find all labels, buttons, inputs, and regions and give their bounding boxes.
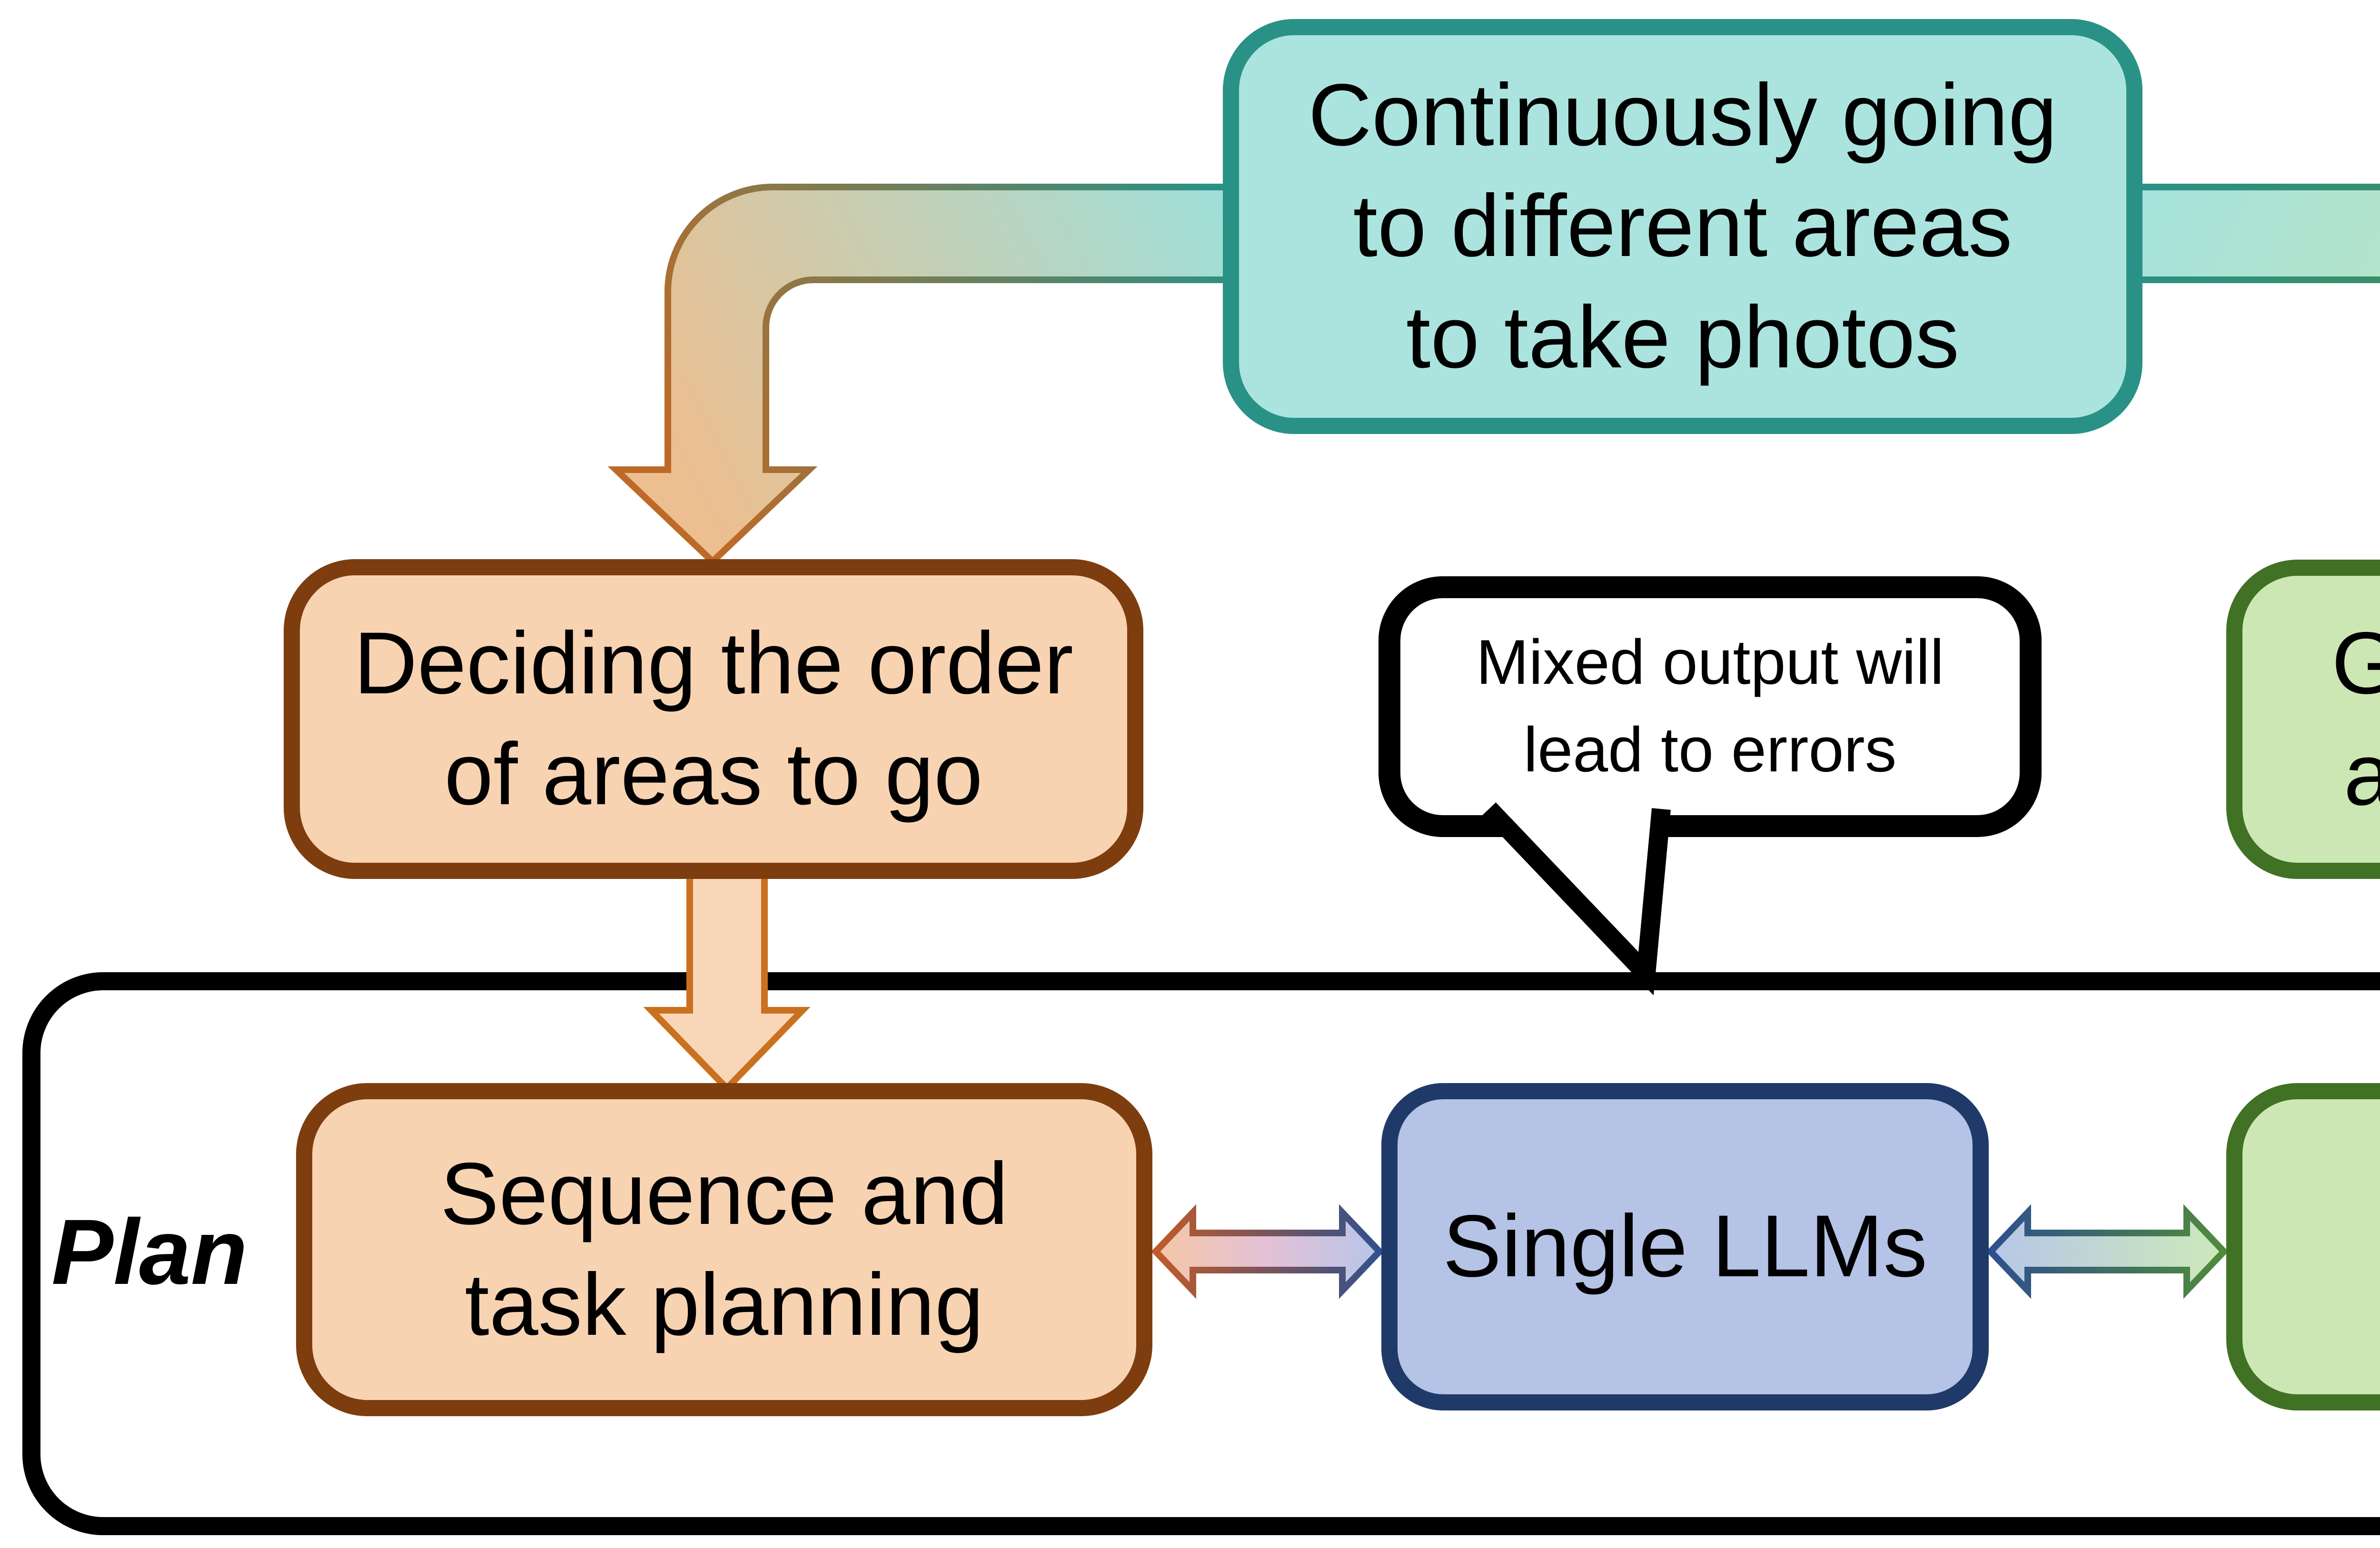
arrow-llm-abstract-bidirectional (1986, 1204, 2229, 1299)
arrow-deciding-to-sequence (643, 853, 811, 1094)
arrow-sequence-llm-bidirectional (1151, 1204, 1384, 1299)
plan-execute-container (22, 972, 2380, 1535)
speech-bubble-tail (1482, 802, 1671, 996)
arrow-mission-to-deciding (607, 184, 1289, 566)
arrow-mission-to-going (2082, 184, 2380, 283)
